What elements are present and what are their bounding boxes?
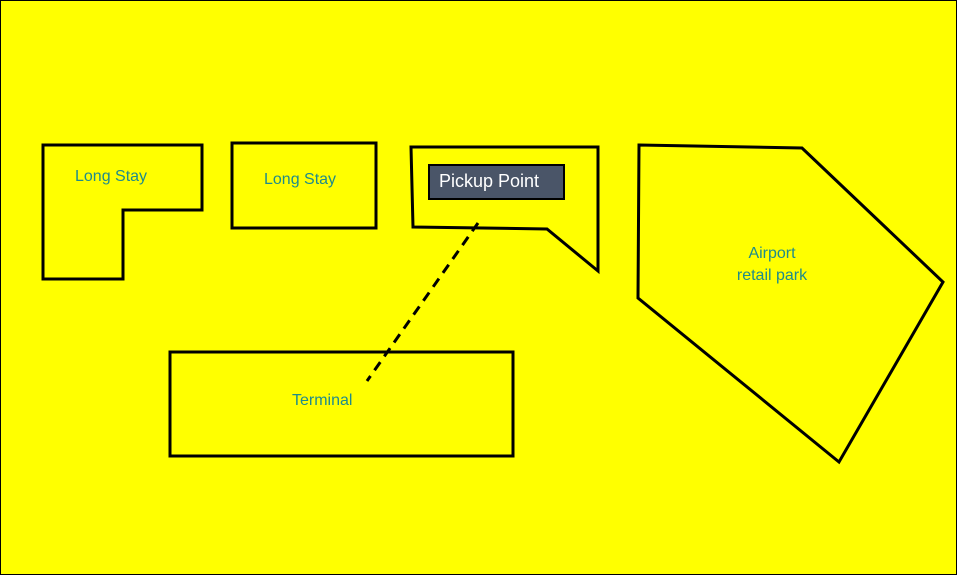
retail-park-outline[interactable] <box>636 143 945 465</box>
pickup-area-outline[interactable] <box>409 145 600 275</box>
retail-park-label: Airport retail park <box>727 243 817 287</box>
long-stay-middle-outline[interactable] <box>230 141 378 230</box>
walking-route-line <box>365 222 480 382</box>
long-stay-left-label: Long Stay <box>75 168 148 185</box>
retail-park-label-line2: retail park <box>736 267 808 284</box>
pickup-point-box[interactable]: Pickup Point <box>428 164 565 200</box>
long-stay-left-outline[interactable] <box>41 143 204 281</box>
pickup-point-label: Pickup Point <box>439 171 540 191</box>
terminal-outline[interactable] <box>168 350 515 458</box>
retail-park-label-line1: Airport <box>748 245 796 262</box>
terminal-label: Terminal <box>292 392 353 409</box>
long-stay-middle-label: Long Stay <box>264 171 337 188</box>
